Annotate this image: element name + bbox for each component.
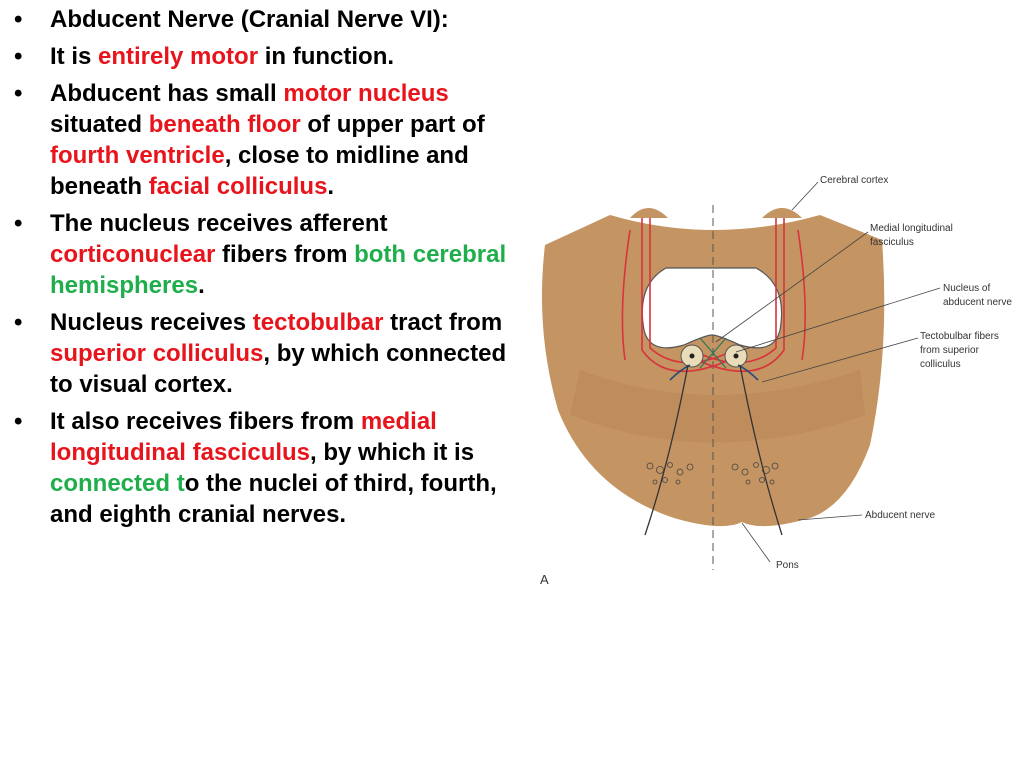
bullet-text-segment: of upper part of: [300, 111, 485, 138]
fourth-ventricle: [641, 267, 783, 349]
label-nucleus-line-1: Nucleus of: [943, 283, 990, 294]
cortex-right: [762, 208, 802, 218]
bullet-text-segment: , close to midline and beneath: [50, 142, 469, 200]
bullet-text-segment: , by which it is: [310, 439, 475, 466]
label-tecto-line-1: Tectobulbar fibers: [920, 331, 999, 342]
bullet-text-segment: It is: [50, 43, 99, 70]
abducent-nerve-diagram: Cerebral cortex Medial longitudinal fasc…: [540, 175, 1012, 587]
bullet-text-segment: medial longitudinal fasciculus: [50, 408, 437, 466]
label-tecto-line-2: from superior: [920, 345, 980, 356]
bullet-mlf: It also receives fibers from medial long…: [10, 406, 510, 530]
bullet-text-segment: Abducent Nerve (Cranial Nerve VI):: [50, 6, 449, 33]
bullet-nucleus-location: Abducent has small motor nucleus situate…: [10, 78, 510, 202]
bullet-text-segment: connected t: [50, 470, 185, 497]
bullet-text-segment: .: [327, 173, 335, 200]
bullet-text-segment: tract from: [383, 309, 503, 336]
label-nucleus-line-2: abducent nerve: [943, 297, 1012, 308]
label-pons: Pons: [776, 560, 799, 571]
bullet-text-segment: situated: [50, 111, 149, 138]
bullet-text-segment: Nucleus receives: [50, 309, 253, 336]
bullet-text-segment: tectobulbar: [252, 309, 384, 336]
bullet-function: It is entirely motor in function.: [10, 41, 510, 72]
bullet-text-segment: Abducent has small: [50, 80, 284, 107]
label-abducent-nerve: Abducent nerve: [865, 510, 935, 521]
mlf-fibers: [699, 337, 727, 369]
bullet-tectobulbar: Nucleus receives tectobulbar tract from …: [10, 307, 510, 400]
bullet-corticonuclear: The nucleus receives afferent corticonuc…: [10, 208, 510, 301]
bullet-text-segment: The nucleus receives afferent: [50, 210, 388, 237]
leader-lines: [715, 181, 941, 563]
label-mlf-line-1: Medial longitudinal: [870, 223, 953, 234]
bullet-text-segment: It also receives fibers from: [50, 408, 361, 435]
nucleus-dot-right: [733, 353, 739, 359]
bullet-text-segment: in function.: [258, 43, 395, 70]
cortex-left: [630, 208, 668, 218]
pons-shading: [570, 370, 865, 443]
bullet-list: Abducent Nerve (Cranial Nerve VI): It is…: [10, 4, 510, 536]
label-tecto-line-3: colliculus: [920, 359, 961, 370]
bullet-text-segment: beneath floor: [148, 111, 301, 138]
bullet-text-segment: motor nucleus: [283, 80, 449, 107]
abducent-nerve-fibers: [644, 364, 783, 536]
nucleus-dot-left: [689, 353, 695, 359]
label-mlf-line-2: fasciculus: [870, 237, 914, 248]
bullet-text-segment: o the nuclei of third, fourth, and eight…: [50, 470, 497, 528]
label-cerebral-cortex: Cerebral cortex: [820, 175, 888, 186]
bullet-text-segment: facial colliculus: [148, 173, 328, 200]
bullet-text-segment: superior colliculus: [50, 340, 264, 367]
bullet-text-segment: both cerebral hemispheres: [50, 241, 507, 299]
pons-section: [541, 215, 885, 527]
bullet-text-segment: fibers from: [215, 241, 355, 268]
pontine-fiber-bundles: [646, 462, 779, 485]
bullet-text-segment: fourth ventricle: [50, 142, 225, 169]
bullet-text-segment: .: [198, 272, 205, 299]
bullet-text-segment: entirely motor: [98, 43, 259, 70]
figure-letter: A: [540, 572, 549, 587]
bullet-text-segment: , by which connected to visual cortex.: [50, 340, 507, 398]
bullet-text-segment: corticonuclear: [50, 241, 216, 268]
bullet-title: Abducent Nerve (Cranial Nerve VI):: [10, 4, 510, 35]
